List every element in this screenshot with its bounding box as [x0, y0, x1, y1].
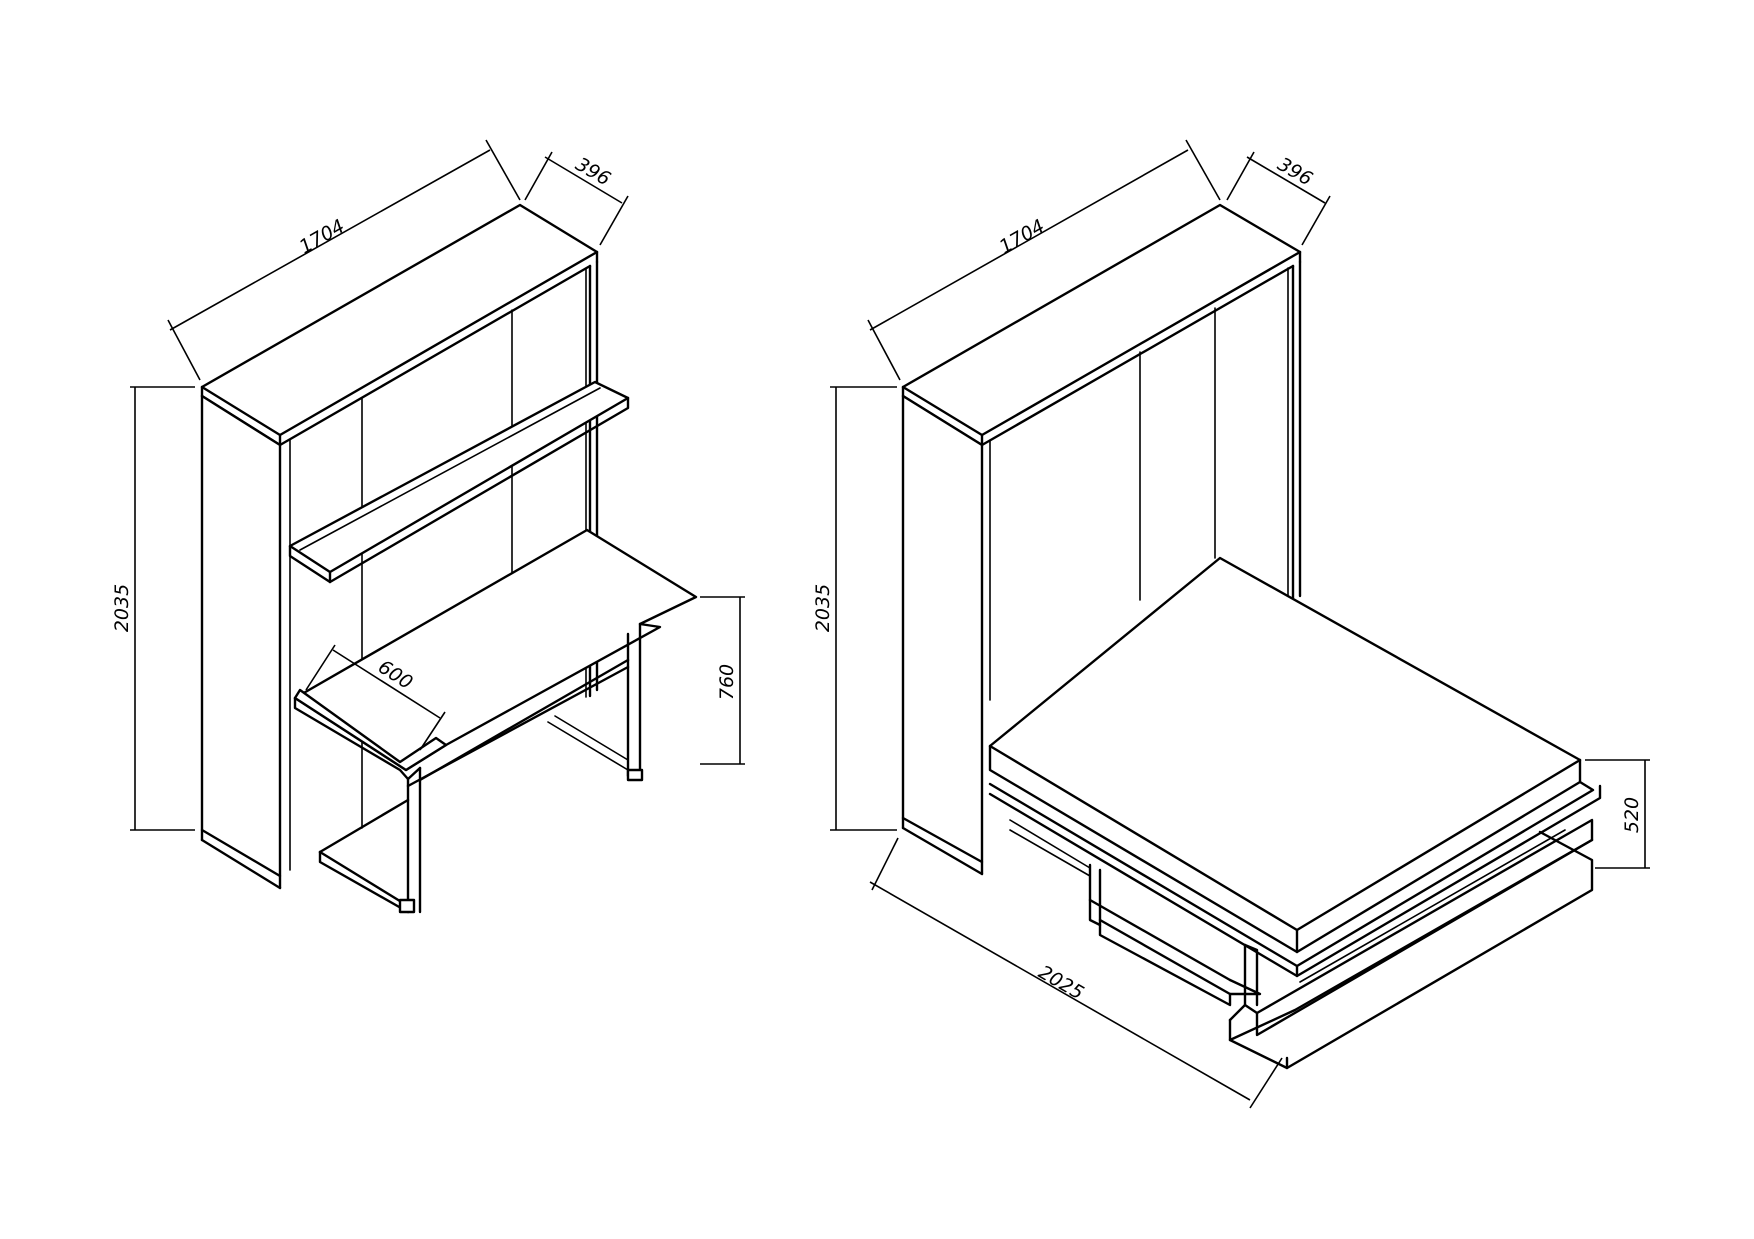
bed-cabinet-top — [901, 203, 1302, 437]
desk-cabinet-left-side — [200, 394, 282, 878]
bed-front-leg — [1228, 818, 1594, 1042]
bed-dim-bed-height: 520 — [1585, 759, 1650, 869]
bed-dim-height: 2035 — [812, 386, 897, 831]
bed-dim-length-label: 2025 — [1035, 961, 1088, 1004]
desk-dim-height: 2035 — [111, 386, 195, 831]
bed-dim-width-label: 1704 — [996, 215, 1049, 258]
desk-dim-width-label: 1704 — [296, 215, 349, 258]
bed-configuration-view: 1704 396 2035 2025 520 — [812, 139, 1650, 1109]
desk-configuration-view: 1704 396 2035 600 760 — [111, 139, 745, 914]
desk-frame — [626, 622, 642, 778]
bed-dim-bed-height-label: 520 — [1621, 797, 1643, 833]
desk-top-wing — [293, 688, 448, 772]
bed-cabinet-left-side — [901, 394, 984, 864]
desk-dim-desk-height: 760 — [700, 596, 745, 765]
desk-cabinet-top — [200, 203, 599, 437]
bed-frame — [988, 780, 1595, 968]
bed-dim-height-label: 2035 — [812, 584, 834, 632]
bed-mattress-top — [988, 556, 1582, 932]
desk-dim-desk-height-label: 760 — [716, 664, 738, 700]
desk-dim-height-label: 2035 — [111, 584, 133, 632]
